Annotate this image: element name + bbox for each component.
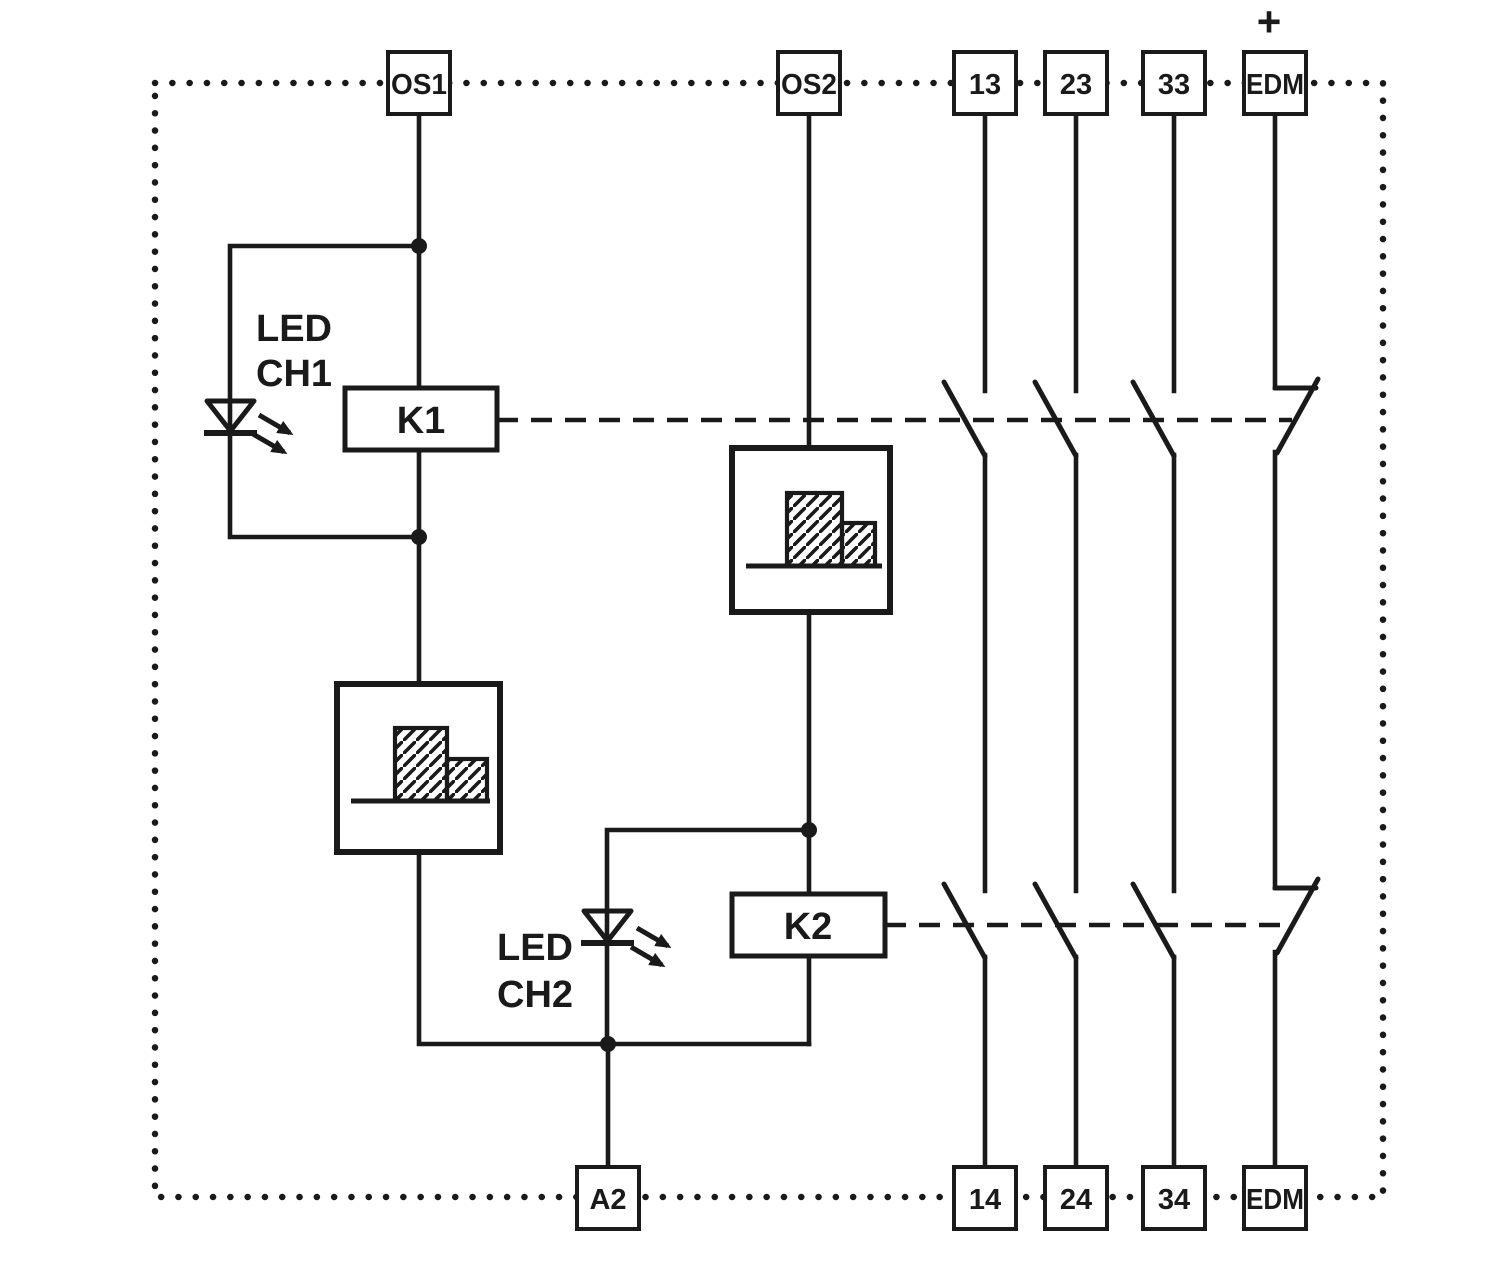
terminal-os2: OS2 [776,50,842,116]
terminal-33: 33 [1141,50,1207,116]
terminal-os1: OS1 [386,50,452,116]
led-ch1-label-line2: CH1 [256,353,332,395]
contact-blades [941,376,1321,961]
junction-os1-led1-top [411,238,427,254]
pulse-logic-block-ch2 [729,445,893,615]
k2-coil-box [729,891,888,959]
terminal-edm-top-box [1242,50,1308,116]
k1-no-contact-33-34 [1130,379,1177,459]
terminal-os2-box [776,50,842,116]
k2-coil-label: K2 [784,906,833,948]
junction-common-a2 [600,1036,616,1052]
terminal-14-box [952,1165,1018,1231]
terminal-24-box [1043,1165,1109,1231]
k1-coil-box [342,385,500,453]
terminal-14: 14 [952,1165,1018,1231]
terminal-23-box [1043,50,1109,116]
led-ch2-emission-arrow-1 [635,925,672,949]
wire-logic1-to-common [416,848,812,1047]
k1-coil-label: K1 [397,400,446,442]
edm-nc-contact-blade-top [1274,376,1321,456]
terminal-edm-bottom: EDM [1242,1165,1308,1231]
terminal-os1-label: OS1 [391,69,447,101]
terminal-13-label: 13 [969,69,1001,101]
terminal-row-bottom: A2 14 24 34 EDM [575,1165,1308,1231]
terminal-edm-bottom-box [1242,1165,1308,1231]
led-ch1-emission-arrow-2 [251,431,288,455]
junction-os2-led2-top [801,822,817,838]
terminal-14-label: 14 [969,1184,1001,1216]
terminal-23: 23 [1043,50,1109,116]
terminal-a2-box [575,1165,641,1231]
logic2-step-low [839,520,878,569]
terminal-edm-top: EDM [1242,50,1308,116]
terminal-13-box [952,50,1018,116]
terminal-34-box [1141,1165,1207,1231]
terminal-24: 24 [1043,1165,1109,1231]
pulse-logic-block-ch1 [334,681,503,855]
edm-plus-polarity-mark: + [1257,0,1282,45]
led-ch2-label-line2: CH2 [497,974,573,1016]
logic1-step-high [392,725,450,804]
wire-led-ch2-branch [604,827,812,1047]
wire-led-ch1-branch [227,243,422,540]
k2-no-contact-13-14 [941,881,988,961]
led-ch1-diode-icon [204,398,257,434]
led-ch2: LED CH2 [497,908,672,1016]
logic2-step-high [784,490,845,569]
terminal-row-top: OS1 OS2 13 23 33 EDM + [386,0,1308,116]
terminal-33-box [1141,50,1207,116]
terminal-13: 13 [952,50,1018,116]
mechanical-links [497,417,1292,928]
wires [227,111,1278,1171]
terminal-a2-label: A2 [589,1184,626,1216]
led-ch2-label-line1: LED [497,927,573,969]
relay-coil-k1: K1 [342,385,500,453]
led-ch1-label-line1: LED [256,308,332,350]
terminal-os1-box [386,50,452,116]
terminal-a2: A2 [575,1165,641,1231]
terminal-os2-label: OS2 [781,69,837,101]
k2-no-contact-33-34 [1130,881,1177,961]
led-ch2-emission-arrow-2 [629,944,666,968]
terminal-33-label: 33 [1158,69,1190,101]
k1-no-contact-23-24 [1032,379,1079,459]
edm-nc-contact-blade-bottom [1274,876,1321,956]
terminal-24-label: 24 [1060,1184,1092,1216]
terminal-edm-bottom-label: EDM [1246,1184,1304,1216]
terminal-edm-top-label: EDM [1246,69,1304,101]
junction-dots [411,238,817,1052]
terminal-34-label: 34 [1158,1184,1190,1216]
terminal-34: 34 [1141,1165,1207,1231]
logic1-step-low [444,756,490,804]
terminal-23-label: 23 [1060,69,1092,101]
junction-k1-led1-bottom [411,529,427,545]
k2-no-contact-23-24 [1032,881,1079,961]
relay-coil-k2: K2 [729,891,888,959]
led-ch2-diode-icon [581,908,634,944]
led-ch1-emission-arrow-1 [257,412,294,436]
device-boundary [151,79,1387,1201]
k1-no-contact-13-14 [941,379,988,459]
led-ch1: LED CH1 [204,308,332,455]
